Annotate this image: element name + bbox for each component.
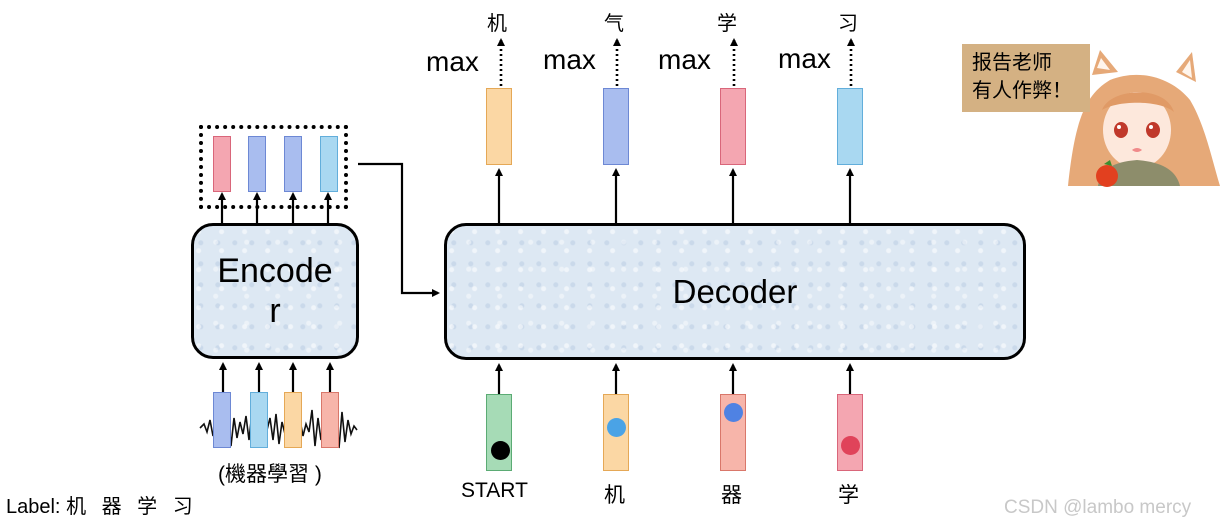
decoder-input-vector-4 xyxy=(837,394,863,471)
max-label-4: max xyxy=(778,43,831,74)
decoder-box: Decoder xyxy=(444,223,1026,360)
anime-girl-icon xyxy=(1068,50,1220,187)
decoder-output-dist-2 xyxy=(603,88,629,165)
decoder-label: Decoder xyxy=(672,272,798,310)
encoder-input-vector-2 xyxy=(250,392,268,448)
output-char-4: 习 xyxy=(838,13,858,35)
decoder-input-label-1: START xyxy=(461,479,528,502)
encoder-output-vector-1 xyxy=(213,136,231,192)
token-dot-3 xyxy=(724,403,743,422)
max-label-2: max xyxy=(543,44,596,75)
decoder-output-dist-4 xyxy=(837,88,863,165)
output-char-3: 学 xyxy=(717,13,737,35)
encoder-input-vector-4 xyxy=(321,392,339,448)
output-char-2: 气 xyxy=(604,13,624,35)
decoder-output-dist-3 xyxy=(720,88,746,165)
label-prefix: Label: xyxy=(6,496,61,518)
token-dot-4 xyxy=(841,436,860,455)
output-char-1: 机 xyxy=(487,13,507,35)
start-token-dot xyxy=(491,441,510,460)
speech-bubble: 报告老师 有人作弊！ xyxy=(962,44,1090,112)
encoder-input-vector-1 xyxy=(213,392,231,448)
max-label-1: max xyxy=(426,46,479,77)
encoder-output-vector-2 xyxy=(248,136,266,192)
speech-line-1: 报告老师 xyxy=(972,50,1052,74)
encoder-output-vector-3 xyxy=(284,136,302,192)
encoder-output-vector-4 xyxy=(320,136,338,192)
watermark: CSDN @lambo mercy xyxy=(1004,497,1192,518)
encoder-input-vector-3 xyxy=(284,392,302,448)
token-dot-2 xyxy=(607,418,626,437)
decoder-input-label-2: 机 xyxy=(604,484,625,507)
decoder-input-label-4: 学 xyxy=(838,484,859,507)
encoder-label: Encoder xyxy=(217,252,333,330)
enc-to-dec-arrow xyxy=(358,162,440,297)
input-caption: (機器學習 ) xyxy=(218,463,322,486)
encoder-box: Encoder xyxy=(191,223,359,359)
max-label-3: max xyxy=(658,44,711,75)
decoder-input-label-3: 器 xyxy=(721,484,742,507)
decoder-output-dist-1 xyxy=(486,88,512,165)
label-chars: 机 器 学 习 xyxy=(66,496,195,518)
encoder-output-group xyxy=(199,125,348,209)
label-line: Label: 机 器 学 习 xyxy=(6,490,195,519)
speech-line-2: 有人作弊！ xyxy=(972,78,1072,102)
